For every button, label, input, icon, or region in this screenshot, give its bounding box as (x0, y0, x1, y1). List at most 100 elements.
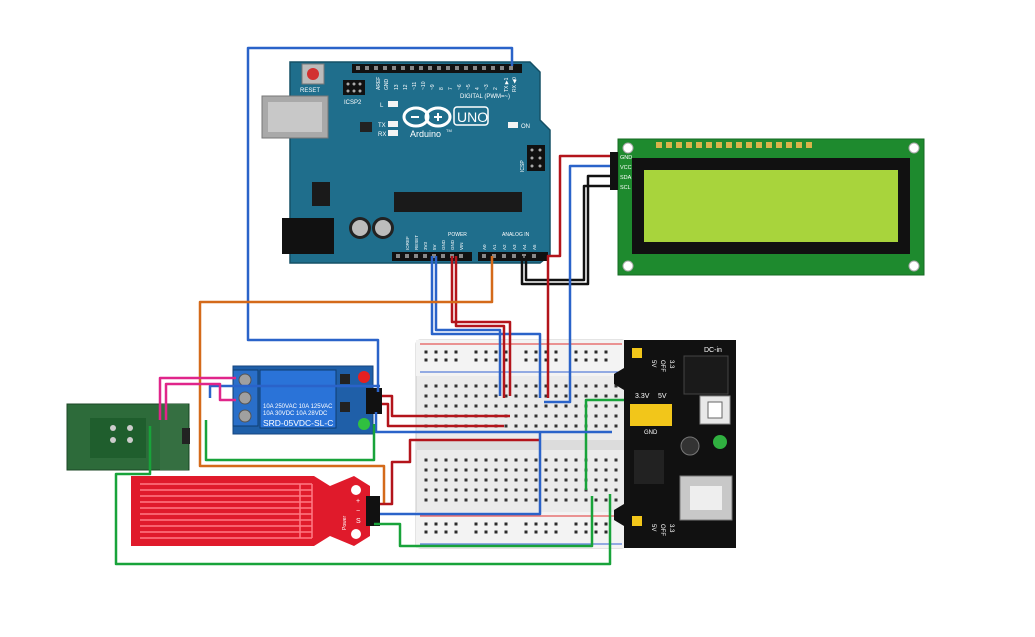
power-pin-label: IOREF (405, 236, 410, 250)
digital-label: DIGITAL (PWM=~) (460, 94, 510, 100)
relay-rating-1: 10A 250VAC 10A 125VAC (263, 404, 333, 410)
tx-pin-label: TX ▶1 (504, 77, 510, 92)
gnd-label: GND (644, 430, 658, 436)
icsp2-label: ICSP2 (344, 100, 362, 106)
wires (114, 46, 624, 566)
top-rail-jumper[interactable] (632, 348, 642, 358)
wire-black-scl (524, 184, 612, 282)
rx-led (388, 130, 398, 136)
digital-pin-label: ~11 (412, 82, 418, 90)
power-pin-label: VIN (459, 242, 464, 250)
wire-red-lcd-gnd (546, 154, 612, 398)
voltage-regulator (634, 450, 664, 484)
icsp-label: ICSP (520, 160, 526, 172)
relay-led-red (358, 371, 370, 383)
gnd-label-top: GND (384, 79, 390, 91)
power-module-side-label: 5V (650, 360, 656, 367)
analog-pin-label: A5 (532, 244, 537, 250)
sensor-minus-label: − (356, 508, 360, 515)
analog-pin-label: A1 (492, 244, 497, 250)
power-module-side-label: OFF (659, 524, 665, 536)
power-module-side-label: 3.3 (668, 360, 674, 369)
on-led (508, 122, 518, 128)
relay-rating-2: 10A 30VDC 10A 28VDC (263, 411, 328, 417)
v33-label: 3.3V (635, 393, 650, 400)
microcontroller-chip (394, 192, 522, 212)
wire-blue-lcd-vcc (544, 164, 612, 404)
power-module-side-label: OFF (659, 360, 665, 372)
tx-led (388, 121, 398, 127)
arduino-logo-icon (402, 106, 452, 128)
wire-green-pm (584, 398, 624, 490)
bottom-rail-jumper[interactable] (632, 516, 642, 526)
wire-red-1 (450, 256, 512, 396)
l-led (388, 101, 398, 107)
lcd-screen (644, 170, 898, 242)
relay-led-green (358, 418, 370, 430)
wire-red-relay-1 (382, 394, 510, 418)
analog-pin-label: A2 (502, 244, 507, 250)
power-label: POWER (448, 232, 467, 238)
brand-label: Arduino (410, 129, 441, 139)
lcd-pin-header (610, 152, 618, 190)
on-label: ON (521, 124, 530, 130)
pump-module (66, 403, 190, 471)
power-pin-label: RESET (414, 235, 419, 250)
analog-pin-label: A0 (482, 244, 487, 250)
rx-label: RX (378, 132, 386, 138)
wire-red-sensor (380, 438, 540, 506)
water-level-sensor: + − S Power (131, 476, 380, 546)
digital-pin-label: 8 (439, 87, 445, 90)
dc-in-jack (683, 355, 729, 395)
power-module-side-label: 5V (650, 524, 656, 531)
wire-pink-2 (164, 382, 236, 420)
icsp-header (527, 145, 545, 171)
v5-label: 5V (658, 393, 667, 400)
power-pin-label: GND (441, 239, 446, 250)
voltage-jumper[interactable] (630, 404, 672, 426)
wire-blue-pin2-relay (246, 46, 514, 392)
lcd-pin-vcc: VCC (620, 165, 632, 171)
digital-pin-label: ~6 (457, 84, 463, 90)
power-pin-label: 3V3 (423, 241, 428, 250)
lcd-pin-gnd: GND (620, 155, 632, 161)
wire-blue-sensor (380, 430, 612, 516)
tx-label: TX (378, 123, 386, 129)
breadboard (415, 339, 627, 549)
digital-pin-label: ~3 (484, 84, 490, 90)
regulator (312, 182, 330, 206)
model-label: UNO (457, 109, 488, 125)
dc-in-label: DC-in (704, 347, 722, 354)
analog-label: ANALOG IN (502, 232, 530, 238)
sensor-plus-label: + (356, 498, 360, 505)
relay-module: 10A 250VAC 10A 125VAC 10A 30VDC 10A 28VD… (232, 365, 382, 435)
wire-blue-5v (434, 256, 502, 396)
wire-blue-relay (208, 384, 380, 398)
small-chip (360, 122, 372, 132)
relay-cube (259, 369, 337, 429)
digital-pin-label: 7 (448, 87, 454, 90)
digital-pin-label: 12 (403, 84, 409, 90)
digital-pin-label: 4 (475, 87, 481, 90)
power-pin-label: GND (450, 239, 455, 250)
digital-pin-label: 2 (493, 87, 499, 90)
analog-pin-label: A3 (512, 244, 517, 250)
aref-label: AREF (376, 77, 382, 90)
wire-red-relay-2 (382, 402, 504, 428)
wire-green-relay (204, 420, 376, 462)
digital-pin-label: ~5 (466, 84, 472, 90)
l-label: L (380, 103, 384, 109)
sensor-s-label: S (356, 518, 361, 525)
wire-green-pump (114, 426, 612, 566)
rx-pin-label: RX ◀0 (512, 77, 518, 92)
sensor-power-label: Power (342, 515, 348, 530)
relay-model: SRD-05VDC-SL-C (263, 418, 333, 428)
dc-jack (282, 218, 334, 254)
lcd-pin-sda: SDA (620, 175, 632, 181)
wire-blue-5v-b (430, 256, 542, 398)
digital-pin-label: ~10 (421, 81, 427, 90)
power-pin-label: 5V (432, 244, 437, 250)
